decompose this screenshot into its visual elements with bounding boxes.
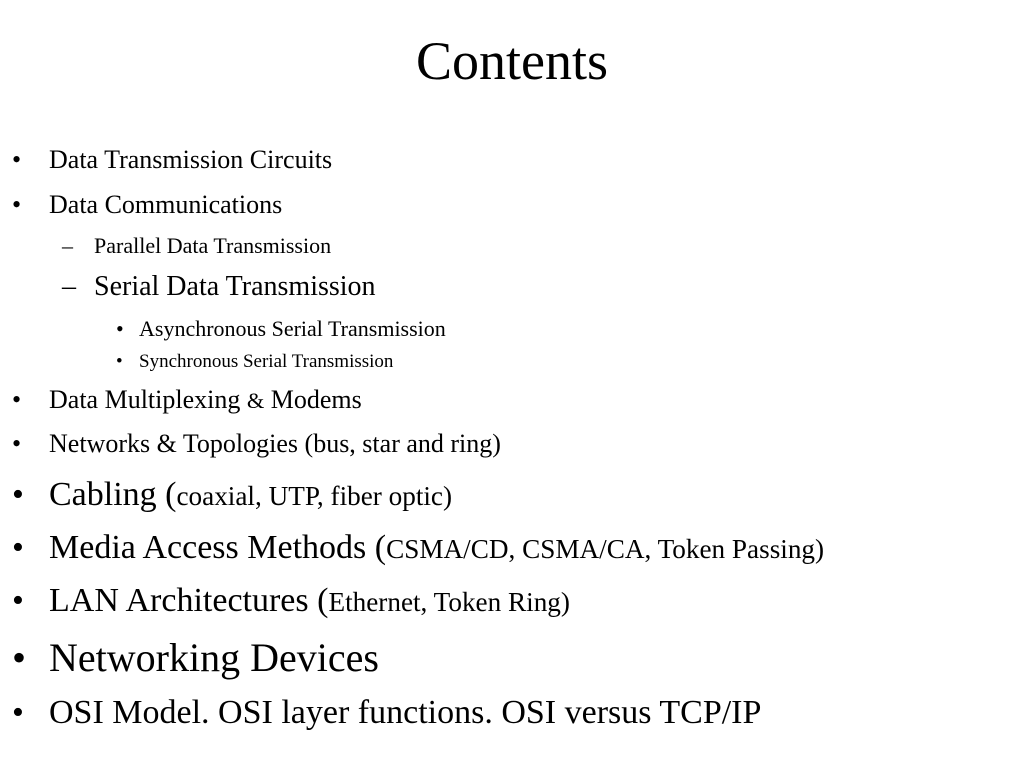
dash-icon: – [62,233,73,258]
bullet-icon: • [12,694,24,731]
list-item: Cabling (coaxial, UTP, fiber optic) [49,476,453,513]
bullet-icon: • [116,351,123,372]
bullet-icon: • [12,476,24,513]
bullet-icon: • [12,529,24,566]
bullet-icon: • [12,190,22,219]
bullet-icon: • [12,582,24,619]
bullet-icon: • [116,316,124,341]
list-item: Synchronous Serial Transmission [139,351,394,372]
list-item: Data Transmission Circuits [49,145,333,174]
slide-title: Contents [415,31,608,91]
bullet-icon: • [12,429,22,458]
bullet-icon: • [12,145,22,174]
list-item: Parallel Data Transmission [94,233,332,258]
list-item: Data Multiplexing & Modems [49,385,362,414]
list-item: Networking Devices [49,635,379,680]
bullet-icon: • [12,385,22,414]
list-item: Serial Data Transmission [94,271,376,302]
list-item: Data Communications [49,190,283,219]
bullet-icon: • [12,635,27,680]
list-item: OSI Model. OSI layer functions. OSI vers… [49,694,762,731]
list-item: Media Access Methods (CSMA/CD, CSMA/CA, … [49,529,825,566]
list-item: Asynchronous Serial Transmission [139,316,446,341]
list-item: Networks & Topologies (bus, star and rin… [49,429,501,458]
dash-icon: – [62,271,76,302]
list-item: LAN Architectures (Ethernet, Token Ring) [49,582,570,619]
